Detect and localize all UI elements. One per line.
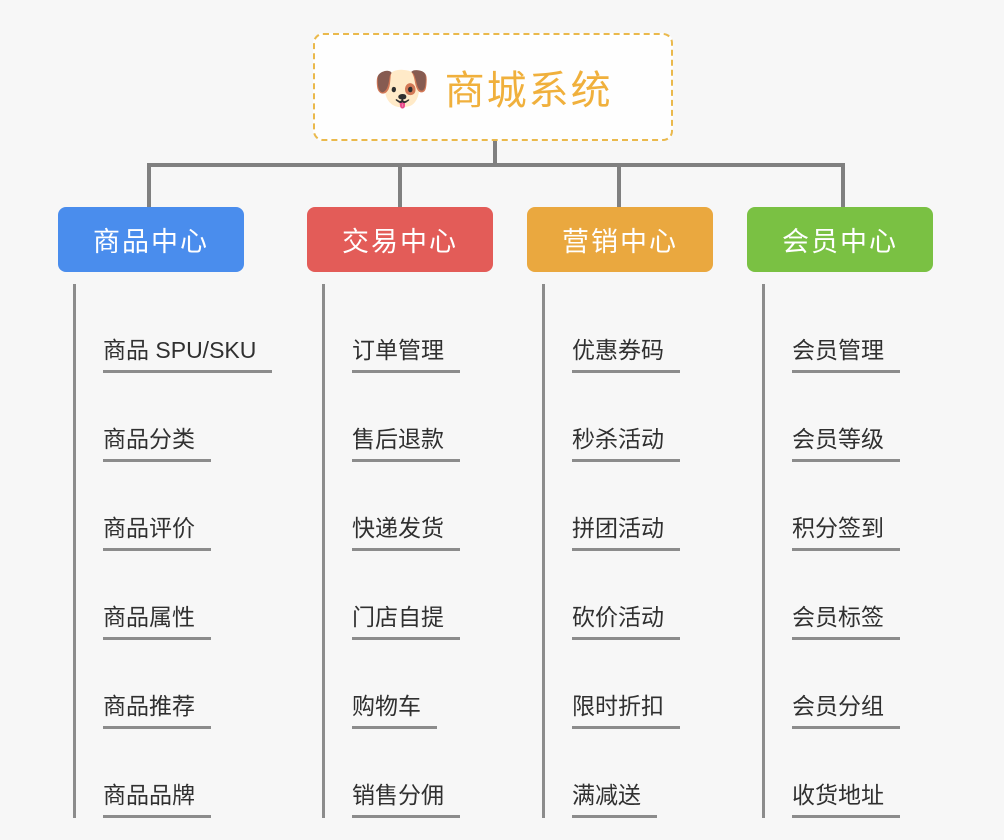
list-item[interactable]: 商品评价 xyxy=(76,462,244,551)
list-item-label: 拼团活动 xyxy=(572,515,680,551)
list-item[interactable]: 满减送 xyxy=(545,729,713,818)
list-item-label: 快递发货 xyxy=(352,515,460,551)
list-item-label: 商品分类 xyxy=(103,426,211,462)
list-item[interactable]: 砍价活动 xyxy=(545,551,713,640)
list-item-label: 商品品牌 xyxy=(103,782,211,818)
list-item-label: 商品 SPU/SKU xyxy=(103,337,273,373)
list-item-label: 会员分组 xyxy=(792,693,900,729)
list-item[interactable]: 销售分佣 xyxy=(325,729,493,818)
list-item[interactable]: 快递发货 xyxy=(325,462,493,551)
list-item[interactable]: 购物车 xyxy=(325,640,493,729)
branch-marketing-center: 营销中心 优惠券码 秒杀活动 拼团活动 砍价活动 限时折扣 满减送 xyxy=(527,207,713,818)
list-item[interactable]: 会员分组 xyxy=(765,640,933,729)
root-node[interactable]: 🐶 商城系统 xyxy=(313,33,673,141)
list-item[interactable]: 积分签到 xyxy=(765,462,933,551)
list-item-label: 商品评价 xyxy=(103,515,211,551)
list-item-label: 商品属性 xyxy=(103,604,211,640)
connector-drop-trade-center xyxy=(398,163,402,209)
list-item-label: 秒杀活动 xyxy=(572,426,680,462)
list-item[interactable]: 商品推荐 xyxy=(76,640,244,729)
branch-header-trade-center[interactable]: 交易中心 xyxy=(307,207,493,272)
shiba-dog-face-icon: 🐶 xyxy=(373,62,431,114)
list-item[interactable]: 商品分类 xyxy=(76,373,244,462)
list-item-label: 优惠券码 xyxy=(572,337,680,373)
branch-items-trade-center: 订单管理 售后退款 快递发货 门店自提 购物车 销售分佣 xyxy=(322,284,493,818)
root-title: 商城系统 xyxy=(444,69,613,113)
list-item[interactable]: 限时折扣 xyxy=(545,640,713,729)
connector-stem xyxy=(493,141,497,165)
branch-header-marketing-center[interactable]: 营销中心 xyxy=(527,207,713,272)
connector-bus xyxy=(147,163,845,167)
list-item-label: 会员等级 xyxy=(792,426,900,462)
list-item[interactable]: 秒杀活动 xyxy=(545,373,713,462)
list-item[interactable]: 商品品牌 xyxy=(76,729,244,818)
list-item[interactable]: 商品 SPU/SKU xyxy=(76,284,273,373)
list-item[interactable]: 会员等级 xyxy=(765,373,933,462)
list-item[interactable]: 优惠券码 xyxy=(545,284,713,373)
list-item-label: 砍价活动 xyxy=(572,604,680,640)
list-item[interactable]: 门店自提 xyxy=(325,551,493,640)
list-item-label: 会员管理 xyxy=(792,337,900,373)
list-item-label: 销售分佣 xyxy=(352,782,460,818)
branch-trade-center: 交易中心 订单管理 售后退款 快递发货 门店自提 购物车 销售分佣 xyxy=(307,207,493,818)
list-item[interactable]: 商品属性 xyxy=(76,551,244,640)
list-item[interactable]: 售后退款 xyxy=(325,373,493,462)
list-item-label: 积分签到 xyxy=(792,515,900,551)
list-item-label: 订单管理 xyxy=(352,337,460,373)
list-item[interactable]: 会员管理 xyxy=(765,284,933,373)
branch-items-product-center: 商品 SPU/SKU 商品分类 商品评价 商品属性 商品推荐 商品品牌 xyxy=(73,284,273,818)
branch-items-marketing-center: 优惠券码 秒杀活动 拼团活动 砍价活动 限时折扣 满减送 xyxy=(542,284,713,818)
branch-header-product-center[interactable]: 商品中心 xyxy=(58,207,244,272)
list-item-label: 商品推荐 xyxy=(103,693,211,729)
branch-product-center: 商品中心 商品 SPU/SKU 商品分类 商品评价 商品属性 商品推荐 商品品牌 xyxy=(58,207,273,818)
list-item-label: 限时折扣 xyxy=(572,693,680,729)
branch-header-member-center[interactable]: 会员中心 xyxy=(747,207,933,272)
list-item-label: 售后退款 xyxy=(352,426,460,462)
connector-drop-member-center xyxy=(841,163,845,209)
branch-items-member-center: 会员管理 会员等级 积分签到 会员标签 会员分组 收货地址 xyxy=(762,284,933,818)
branch-member-center: 会员中心 会员管理 会员等级 积分签到 会员标签 会员分组 收货地址 xyxy=(747,207,933,818)
list-item[interactable]: 拼团活动 xyxy=(545,462,713,551)
list-item-label: 门店自提 xyxy=(352,604,460,640)
list-item[interactable]: 订单管理 xyxy=(325,284,493,373)
list-item[interactable]: 收货地址 xyxy=(765,729,933,818)
connector-drop-product-center xyxy=(147,163,151,209)
list-item-label: 收货地址 xyxy=(792,782,900,818)
list-item-label: 会员标签 xyxy=(792,604,900,640)
list-item-label: 满减送 xyxy=(572,782,657,818)
list-item[interactable]: 会员标签 xyxy=(765,551,933,640)
list-item-label: 购物车 xyxy=(352,693,437,729)
connector-drop-marketing-center xyxy=(617,163,621,209)
